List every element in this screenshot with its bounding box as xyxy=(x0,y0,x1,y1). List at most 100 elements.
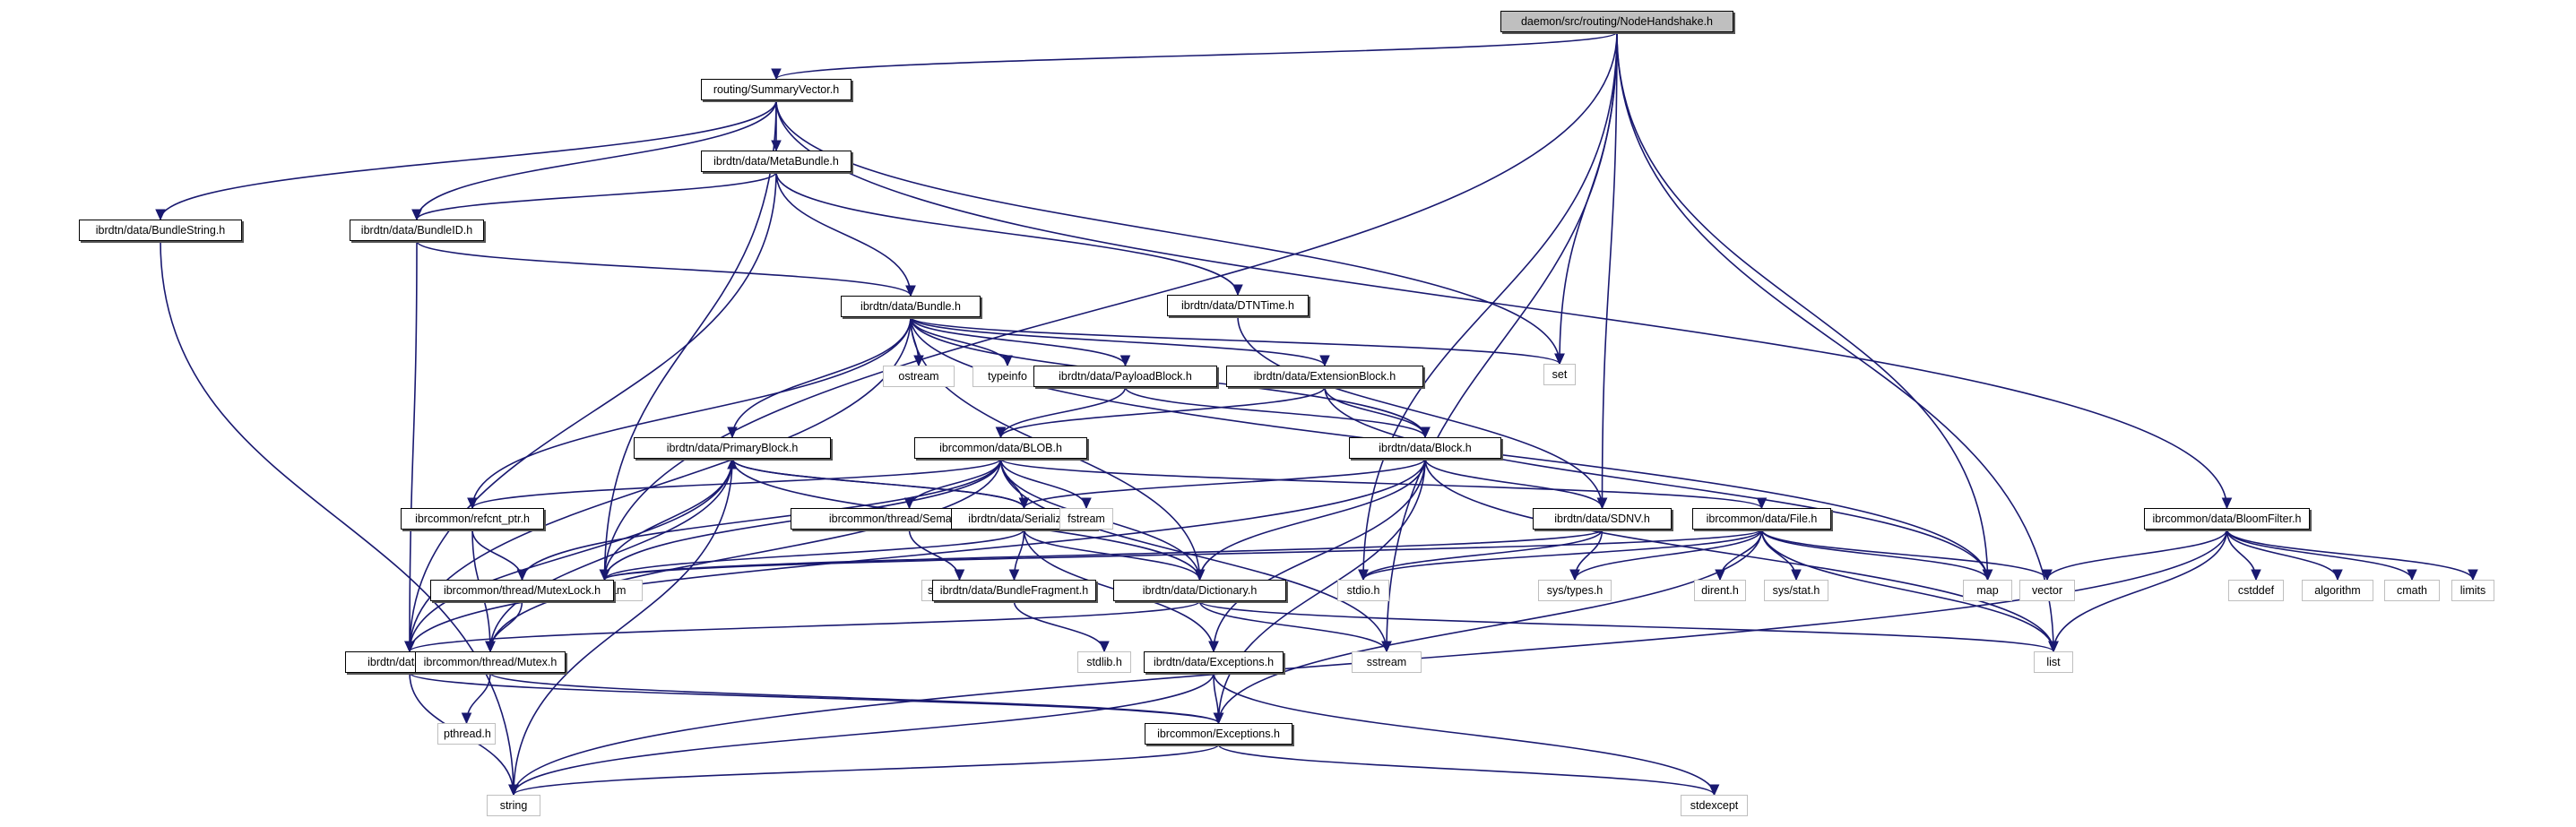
edge-bloomfilter-to-algorithm xyxy=(2226,529,2338,581)
edge-exceptions-common-to-stdexcept xyxy=(1217,744,1716,796)
node-bundleid[interactable]: ibrdtn/data/BundleID.h xyxy=(350,220,484,241)
node-string: string xyxy=(487,795,540,816)
arrowhead-icon xyxy=(727,426,738,439)
node-cstddef: cstddef xyxy=(2228,580,2284,601)
arrowhead-icon xyxy=(1232,284,1243,297)
node-primaryblock[interactable]: ibrdtn/data/PrimaryBlock.h xyxy=(634,437,831,459)
edge-root-to-sstream xyxy=(1386,31,1618,652)
edge-bundle-to-typeinfo xyxy=(910,316,1008,366)
edge-sdnv-to-stdio xyxy=(1362,529,1604,581)
edge-layer xyxy=(155,31,2478,797)
arrowhead-icon xyxy=(771,68,782,81)
edge-sdnv-to-systypes xyxy=(1574,529,1604,581)
node-exceptions-dtn[interactable]: ibrdtn/data/Exceptions.h xyxy=(1144,651,1284,673)
node-extensionblock[interactable]: ibrdtn/data/ExtensionBlock.h xyxy=(1226,366,1423,387)
edge-sdnv-to-iostream xyxy=(603,529,1604,581)
node-pthread: pthread.h xyxy=(437,723,496,745)
edge-dictionary-to-sstream xyxy=(1198,600,1387,652)
arrowhead-icon xyxy=(1194,569,1206,581)
edge-bundlefragment-to-stdlib xyxy=(1013,600,1105,652)
edge-bundleid-to-eid xyxy=(409,240,418,652)
node-sdnv[interactable]: ibrdtn/data/SDNV.h xyxy=(1533,508,1672,530)
arrowhead-icon xyxy=(1008,569,1020,581)
arrowhead-icon xyxy=(2221,497,2233,510)
arrowhead-icon xyxy=(1982,569,1993,581)
edge-serializer-to-iostream xyxy=(603,529,1025,581)
node-list: list xyxy=(2034,651,2073,673)
edge-blob-to-mutexlock xyxy=(521,458,1002,581)
edge-block-to-sdnv xyxy=(1424,458,1604,509)
node-dictionary[interactable]: ibrdtn/data/Dictionary.h xyxy=(1113,580,1286,601)
edge-bundle-to-set xyxy=(910,316,1560,365)
edge-block-to-exceptions-dtn xyxy=(1213,458,1426,652)
node-summaryvector[interactable]: routing/SummaryVector.h xyxy=(701,79,851,100)
arrowhead-icon xyxy=(1756,497,1768,510)
edge-blob-to-mutex xyxy=(489,458,1002,652)
node-stdlib: stdlib.h xyxy=(1077,651,1131,673)
node-blob[interactable]: ibrcommon/data/BLOB.h xyxy=(914,437,1087,459)
node-exceptions-common[interactable]: ibrcommon/Exceptions.h xyxy=(1145,723,1292,745)
edge-block-to-serializer xyxy=(1023,458,1426,509)
arrowhead-icon xyxy=(404,641,415,653)
arrowhead-icon xyxy=(1554,353,1565,366)
edge-exceptions-dtn-to-string xyxy=(513,672,1215,796)
arrowhead-icon xyxy=(2251,569,2261,581)
node-metabundle[interactable]: ibrdtn/data/MetaBundle.h xyxy=(701,151,851,172)
arrowhead-icon xyxy=(461,712,472,725)
edge-bundle-to-extensionblock xyxy=(910,316,1326,366)
node-stdexcept: stdexcept xyxy=(1681,795,1748,816)
edge-metabundle-to-bundleid xyxy=(416,171,777,220)
node-bundle[interactable]: ibrdtn/data/Bundle.h xyxy=(841,296,981,317)
node-ostream: ostream xyxy=(883,366,955,387)
node-dtntime[interactable]: ibrdtn/data/DTNTime.h xyxy=(1167,295,1309,316)
arrowhead-icon xyxy=(467,497,478,510)
edge-exceptions-dtn-to-stdexcept xyxy=(1213,672,1716,796)
arrowhead-icon xyxy=(1018,497,1030,510)
edge-file-to-systypes xyxy=(1574,529,1763,581)
node-payloadblock[interactable]: ibrdtn/data/PayloadBlock.h xyxy=(1033,366,1217,387)
edge-extensionblock-to-blob xyxy=(999,386,1326,438)
arrowhead-icon xyxy=(516,569,528,581)
edge-bundlestring-to-string xyxy=(160,240,514,796)
edge-metabundle-to-dtntime xyxy=(775,171,1239,296)
node-bundlefragment[interactable]: ibrdtn/data/BundleFragment.h xyxy=(932,580,1096,601)
edge-dictionary-to-list xyxy=(1198,600,2054,652)
node-block[interactable]: ibrdtn/data/Block.h xyxy=(1349,437,1501,459)
edge-summaryvector-to-iostream xyxy=(603,99,777,581)
edge-exceptions-common-to-string xyxy=(513,744,1220,796)
node-bundlestring[interactable]: ibrdtn/data/BundleString.h xyxy=(79,220,242,241)
arrowhead-icon xyxy=(905,285,916,297)
edge-bloomfilter-to-cmath xyxy=(2226,529,2413,581)
arrowhead-icon xyxy=(1208,641,1219,653)
node-mutex[interactable]: ibrcommon/thread/Mutex.h xyxy=(415,651,566,673)
arrowhead-icon xyxy=(1708,784,1720,797)
edge-block-to-exceptions-common xyxy=(1217,458,1426,724)
edge-summaryvector-to-bundleid xyxy=(416,99,777,220)
node-stdio: stdio.h xyxy=(1337,580,1389,601)
arrowhead-icon xyxy=(2332,569,2343,581)
edge-root-to-map xyxy=(1616,31,1989,581)
edge-serializer-to-primaryblock xyxy=(731,458,1025,509)
node-limits: limits xyxy=(2451,580,2494,601)
arrowhead-icon xyxy=(2042,569,2053,581)
edge-primaryblock-to-mutex xyxy=(489,458,733,652)
edge-root-to-sdnv xyxy=(1601,31,1618,509)
node-sysstat: sys/stat.h xyxy=(1764,580,1828,601)
node-mutexlock[interactable]: ibrcommon/thread/MutexLock.h xyxy=(430,580,614,601)
node-systypes: sys/types.h xyxy=(1538,580,1612,601)
arrowhead-icon xyxy=(1081,497,1092,510)
node-root[interactable]: daemon/src/routing/NodeHandshake.h xyxy=(1500,11,1733,32)
node-bloomfilter[interactable]: ibrcommon/data/BloomFilter.h xyxy=(2144,508,2310,530)
arrowhead-icon xyxy=(2048,641,2059,653)
node-algorithm: algorithm xyxy=(2302,580,2373,601)
arrowhead-icon xyxy=(155,209,166,221)
edge-file-to-map xyxy=(1760,529,1989,581)
node-map: map xyxy=(1963,580,2012,601)
edge-primaryblock-to-string xyxy=(513,458,733,796)
edge-summaryvector-to-bundlestring xyxy=(160,99,777,220)
edge-file-to-exceptions-common xyxy=(1217,529,1763,724)
node-file[interactable]: ibrcommon/data/File.h xyxy=(1692,508,1831,530)
arrowhead-icon xyxy=(1119,355,1131,367)
node-refcnt[interactable]: ibrcommon/refcnt_ptr.h xyxy=(401,508,544,530)
node-typeinfo: typeinfo xyxy=(972,366,1042,387)
